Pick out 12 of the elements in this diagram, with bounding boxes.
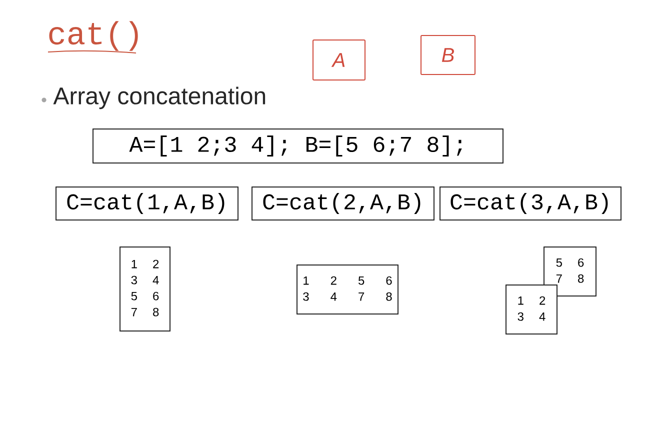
code-box: C=cat(1,A,B) xyxy=(56,186,238,220)
matrix-box: 5 6 7 8 xyxy=(544,246,596,296)
handwritten-box: B xyxy=(420,35,476,75)
matrix-box: 1 2 3 4 5 6 7 8 xyxy=(120,246,170,332)
title: cat() xyxy=(49,21,138,51)
code-box: A=[1 2;3 4]; B=[5 6;7 8]; xyxy=(92,128,504,164)
code-box: C=cat(2,A,B) xyxy=(252,186,434,220)
handwritten-box: A xyxy=(312,40,366,80)
bullet-text: Array concatenation xyxy=(53,86,266,110)
code-box: C=cat(3,A,B) xyxy=(440,186,622,220)
matrix-box: 1 2 3 4 xyxy=(506,284,558,334)
matrix-box: 1 2 5 6 3 4 7 8 xyxy=(296,264,398,314)
